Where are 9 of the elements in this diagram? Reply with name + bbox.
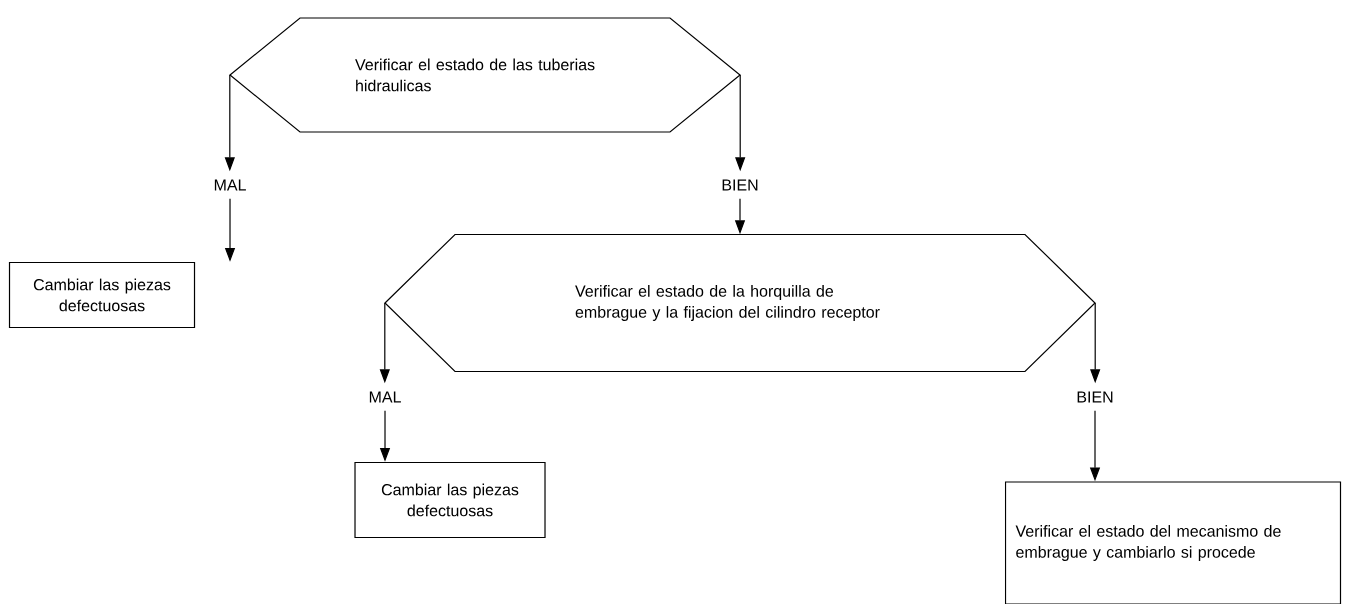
branch-label: BIEN [722, 179, 758, 191]
branch-label: MAL [369, 391, 401, 403]
process-box: Cambiar las piezas defectuosas [354, 461, 546, 539]
decision-hexagon: Verificar el estado de las tuberias hidraulicas [229, 17, 741, 133]
process-box: Cambiar las piezas defectuosas [8, 261, 196, 329]
decision-hexagon: Verificar el estado de la horquilla de embrague y la fijacion del cilindro receptor [384, 233, 1096, 373]
branch-label: MAL [214, 179, 246, 191]
branch-label: BIEN [1077, 391, 1113, 403]
process-box: Verificar el estado del mecanismo de embrague y cambiarlo si procede [1004, 481, 1342, 604]
